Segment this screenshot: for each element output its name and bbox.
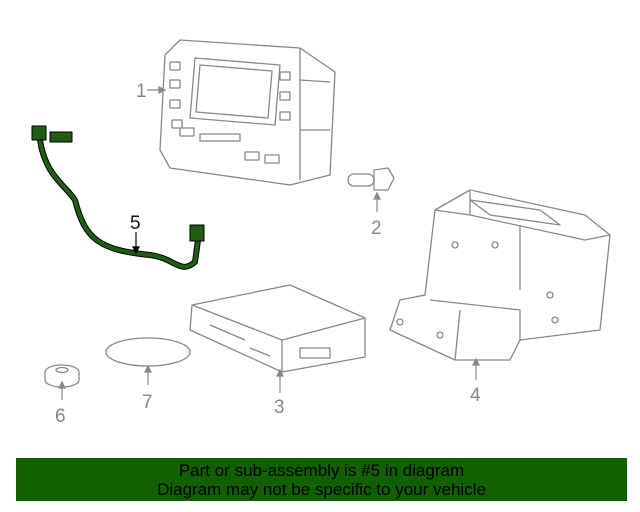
banner-line-disclaimer: Diagram may not be specific to your vehi… [157, 480, 486, 499]
part-3-receiver[interactable] [189, 284, 366, 373]
part-5-harness[interactable] [31, 125, 205, 270]
callout-7: 7 [142, 392, 153, 413]
callout-4: 4 [470, 385, 481, 406]
part-2-bolt[interactable] [347, 167, 395, 191]
callout-5: 5 [130, 213, 141, 234]
callout-2: 2 [371, 218, 382, 239]
callout-6: 6 [55, 406, 66, 427]
banner-line-part: Part or sub-assembly is #5 in diagram [178, 461, 465, 480]
info-banner: Part or sub-assembly is #5 in diagram Di… [16, 458, 627, 501]
part-7-ring[interactable] [105, 337, 191, 367]
callout-1: 1 [136, 81, 147, 102]
part-4-bracket[interactable] [389, 189, 611, 361]
callout-3: 3 [274, 397, 285, 418]
part-1-display-unit[interactable] [159, 39, 336, 186]
